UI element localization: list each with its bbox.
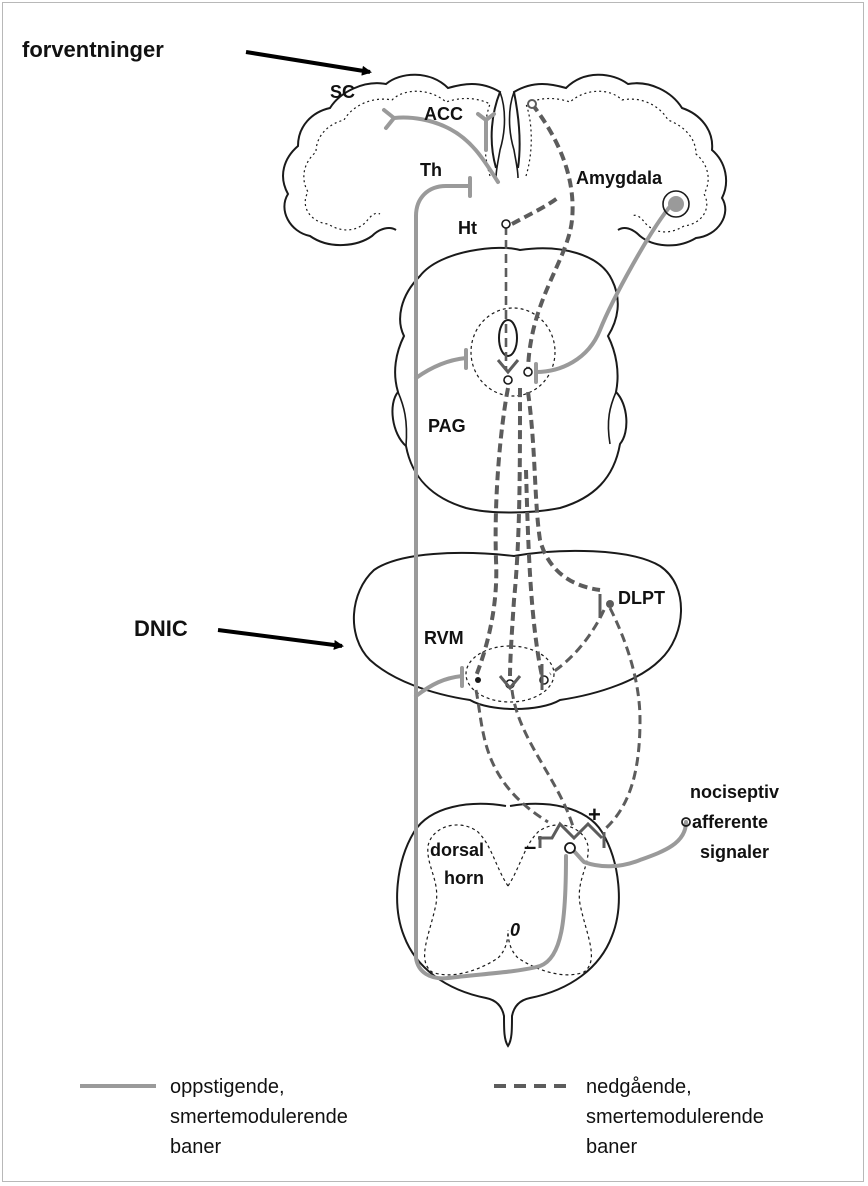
dorsal-horn-neuron (565, 843, 575, 853)
acc-terminal (528, 100, 536, 108)
label-rvm: RVM (424, 628, 464, 648)
legend-ascending-line2: smertemodulerende (170, 1102, 348, 1132)
label-plus: + (588, 802, 601, 827)
legend-ascending-line3: baner (170, 1132, 348, 1162)
aqueduct (499, 320, 517, 356)
label-nociceptive-line3: signaler (700, 842, 769, 862)
label-amygdala: Amygdala (576, 168, 663, 188)
legend-ascending: oppstigende, smertemodulerende baner (170, 1072, 348, 1162)
legend-descending-line1: nedgående, (586, 1072, 764, 1102)
label-horn: horn (444, 868, 484, 888)
cortex-inner-dotted (304, 91, 708, 232)
expectations-arrow (246, 52, 370, 72)
pag-neuron-right (524, 368, 532, 376)
label-pag: PAG (428, 416, 466, 436)
pag-neuron-center (504, 376, 512, 384)
dnic-arrow (218, 630, 342, 646)
descending-pathways (476, 104, 640, 830)
legend-descending-line2: smertemodulerende (586, 1102, 764, 1132)
label-nociceptive-line2: afferente (692, 812, 768, 832)
label-dnic: DNIC (134, 616, 188, 641)
dlpt-node (606, 600, 614, 608)
amygdala-node-inner (669, 197, 683, 211)
label-sc: SC (330, 82, 355, 102)
ht-terminal (502, 220, 510, 228)
label-ht: Ht (458, 218, 477, 238)
label-th: Th (420, 160, 442, 180)
label-zero: 0 (510, 920, 520, 940)
label-dlpt: DLPT (618, 588, 665, 608)
label-nociceptive-line1: nociseptiv (690, 782, 779, 802)
label-dorsal: dorsal (430, 840, 484, 860)
rvm-neuron-left (475, 677, 481, 683)
legend-ascending-line1: oppstigende, (170, 1072, 348, 1102)
legend-descending: nedgående, smertemodulerende baner (586, 1072, 764, 1162)
label-acc: ACC (424, 104, 463, 124)
label-expectations: forventninger (22, 37, 164, 62)
legend-descending-line3: baner (586, 1132, 764, 1162)
label-minus: – (524, 834, 536, 859)
